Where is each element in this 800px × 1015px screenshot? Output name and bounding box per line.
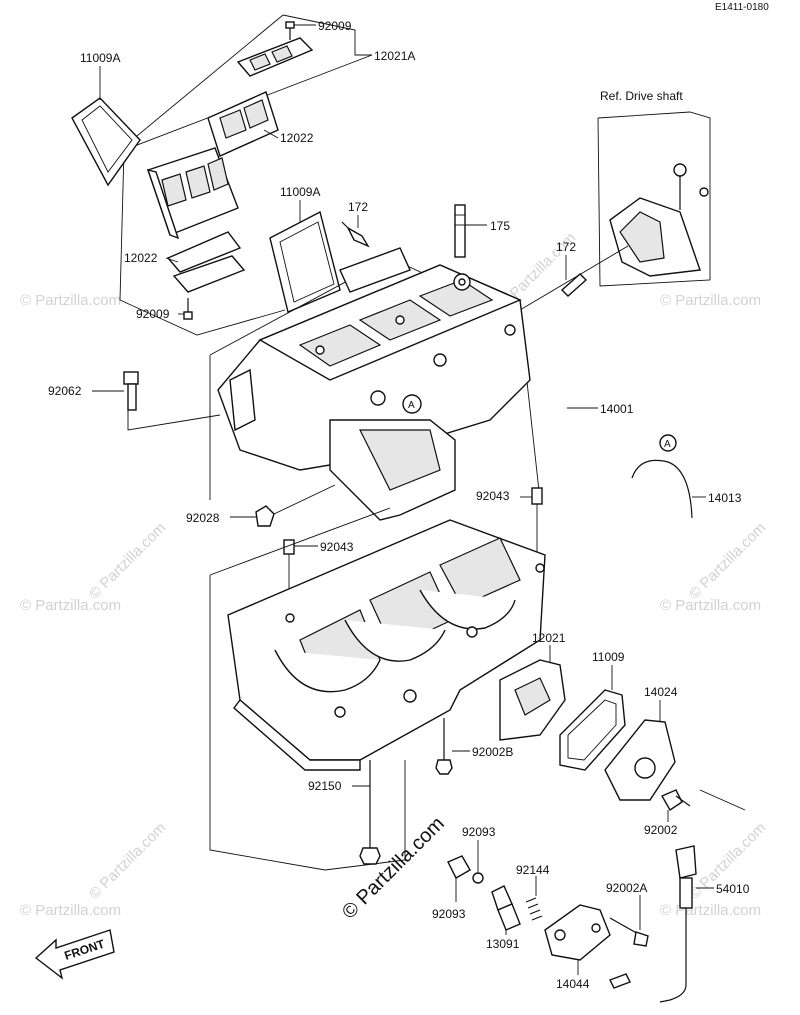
plug-92062 [123,371,221,431]
diagram-code: E1411-0180 [715,2,769,13]
gasket-11009 [559,689,626,771]
gasket-11009A-middle [269,210,341,313]
callout-92144: 92144 [516,863,550,877]
watermark: © Partzilla.com [20,597,121,614]
spring-92144 [525,897,543,921]
plug-92093-top [472,872,484,884]
callout-12022-top: 12022 [280,131,314,145]
fitting-13091 [491,885,521,931]
callout-13091: 13091 [486,937,520,951]
callout-92002: 92002 [644,823,678,837]
marker-A-circle [402,394,422,414]
reed-stopper-bottom [172,255,246,293]
callout-12022-bottom: 12022 [124,251,158,265]
callout-92009-bottom: 92009 [136,307,170,321]
callout-92150: 92150 [308,779,342,793]
stud-172-left [341,221,370,248]
plug-92028 [255,484,336,527]
watermark: © Partzilla.com [686,519,769,602]
watermark: © Partzilla.com [86,519,169,602]
callout-172-right: 172 [556,240,576,254]
watermark: © Partzilla.com [86,819,169,902]
callout-92093-bottom: 92093 [432,907,466,921]
marker-A-text: A [408,400,415,411]
drive-shaft-ref-box: Ref. Drive shaft [519,89,711,311]
callout-14044: 14044 [556,977,590,991]
marker-A-text-2: A [664,439,671,450]
stud-175 [454,204,466,258]
watermark: © Partzilla.com [20,902,121,919]
callout-14013: 14013 [708,491,742,505]
bearing-14013: A [631,434,693,519]
watermark: © Partzilla.com [660,597,761,614]
stud-172-right [560,273,588,297]
callout-92093-top: 92093 [462,825,496,839]
reed-valve-bottom [166,231,242,273]
upper-crankcase: A [209,247,541,521]
reed-block [146,147,239,240]
callout-14024: 14024 [644,685,678,699]
bolt-92002A [609,917,649,947]
bolt-92002 [661,789,746,811]
callout-11009A-left: 11009A [80,51,120,65]
gasket-11009A-left [71,97,141,187]
callout-11009A-middle: 11009A [280,185,320,199]
bolt-92002B [435,718,453,775]
callout-54010: 54010 [716,882,750,896]
leader-lines [92,24,714,975]
callout-92009-top: 92009 [318,19,352,33]
ref-drive-shaft-label: Ref. Drive shaft [600,89,683,103]
bolt-92009-top [285,21,295,40]
callout-92062: 92062 [48,384,82,398]
callout-92002A: 92002A [606,881,647,895]
front-arrow: FRONT [34,929,115,980]
callout-labels: 92009 12021A 11009A 12022 11009A 172 175… [48,19,750,991]
callout-12021A: 12021A [374,49,415,63]
watermark: © Partzilla.com [660,292,761,309]
dowel-92043-right [531,487,543,555]
watermark: © Partzilla.com [660,902,761,919]
bolt-92009-bottom [183,298,193,320]
callout-172-left: 172 [348,200,368,214]
cover-14024 [604,719,676,801]
callout-92028: 92028 [186,511,220,525]
cable-54010 [609,845,697,1003]
bolt-92150 [359,760,381,865]
cover-12021 [499,659,566,741]
reed-valve-group [71,14,373,336]
callout-92043-right: 92043 [476,489,510,503]
callout-92043-left: 92043 [320,540,354,554]
callout-14001: 14001 [600,402,634,416]
callout-92002B: 92002B [472,745,513,759]
watermark: © Partzilla.com [20,292,121,309]
cover-14044 [544,904,611,961]
callout-12021: 12021 [532,631,566,645]
lower-crankcase [209,507,546,871]
callout-11009: 11009 [592,650,625,664]
callout-175: 175 [490,219,510,233]
plug-92093-bottom [447,855,471,879]
